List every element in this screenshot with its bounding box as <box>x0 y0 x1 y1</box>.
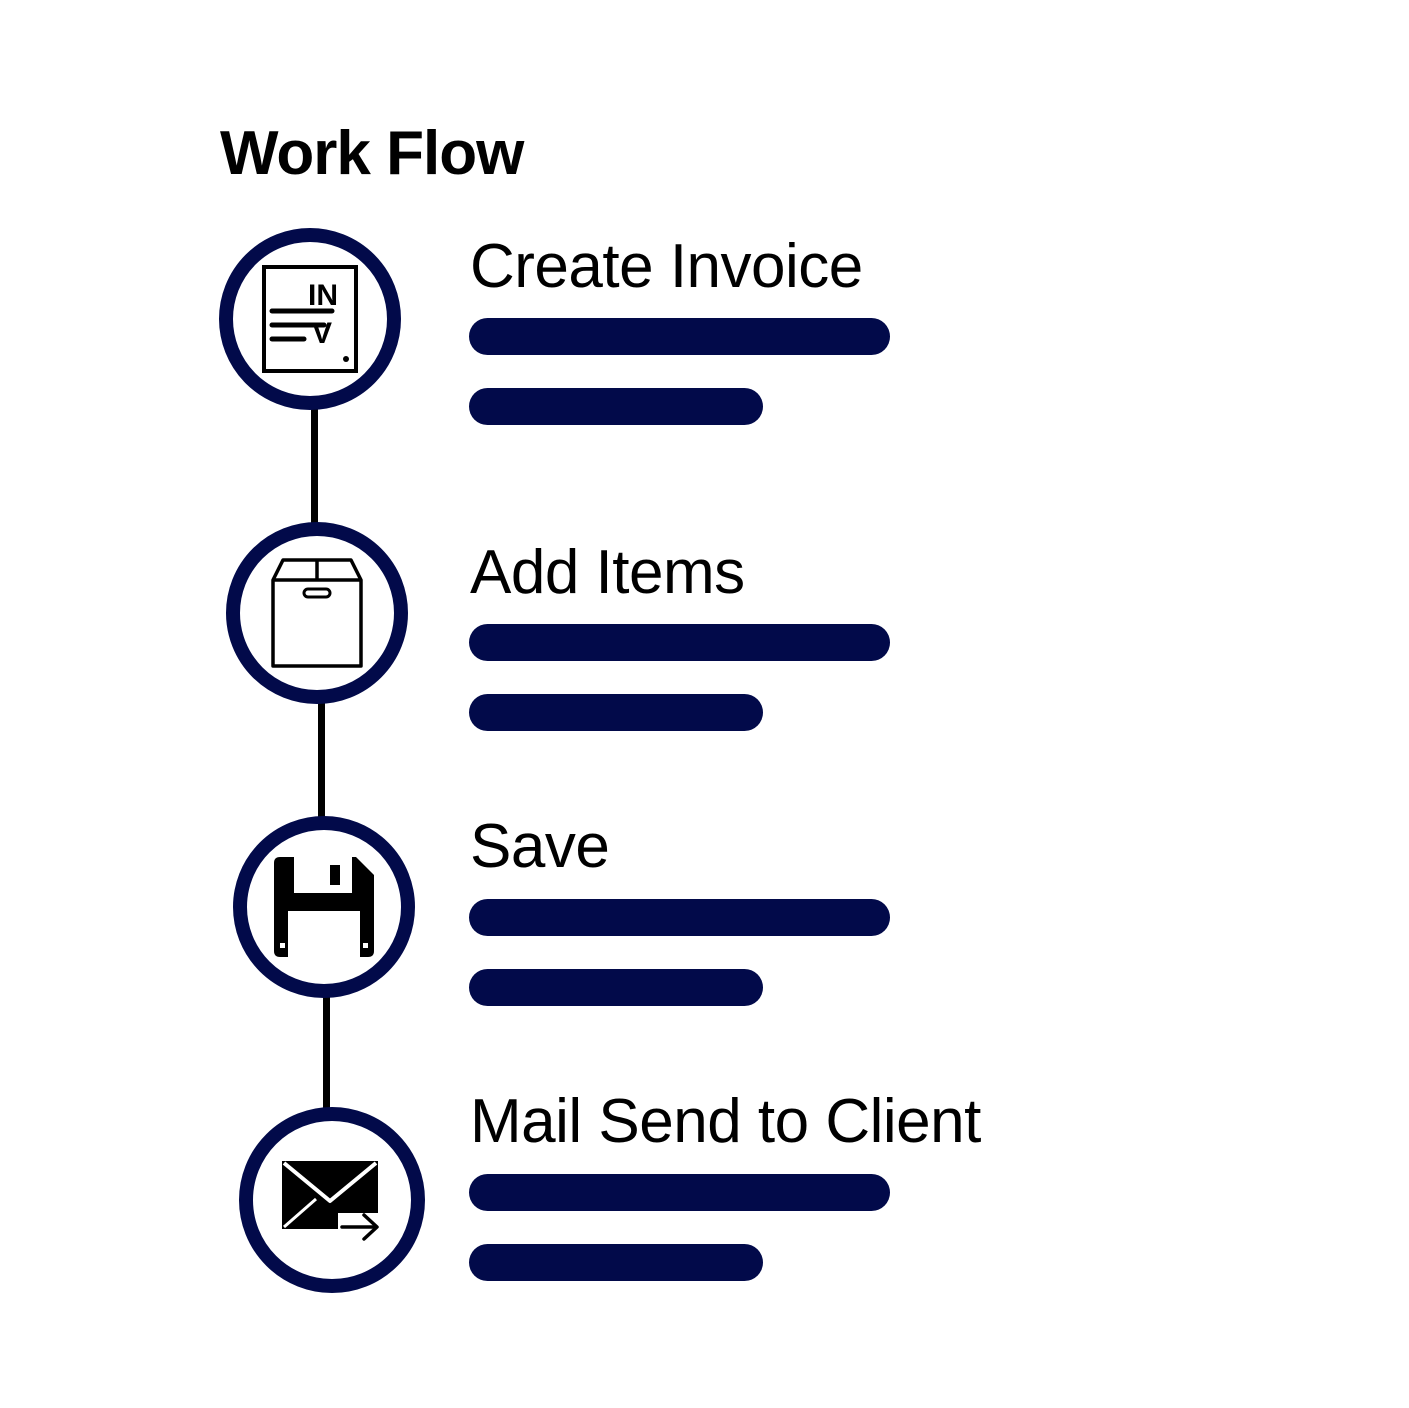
box-icon <box>271 558 363 668</box>
step-circle: IN V <box>219 228 401 410</box>
connector-line-2 <box>318 698 325 822</box>
step-circle <box>239 1107 425 1293</box>
connector-line-3 <box>323 992 330 1110</box>
placeholder-bar-long <box>469 1174 890 1211</box>
invoice-icon: IN V <box>262 265 358 373</box>
step-circle <box>233 816 415 998</box>
step-label: Mail Send to Client <box>470 1087 981 1156</box>
step-label: Save <box>470 812 610 881</box>
invoice-icon-text-bottom: V <box>312 317 332 350</box>
page-title: Work Flow <box>220 119 524 188</box>
floppy-disk-icon <box>274 857 374 957</box>
placeholder-bar-short <box>469 388 763 425</box>
placeholder-bar-long <box>469 318 890 355</box>
connector-line-1 <box>311 404 318 528</box>
step-label: Add Items <box>470 538 745 607</box>
placeholder-bar-short <box>469 1244 763 1281</box>
placeholder-bar-long <box>469 899 890 936</box>
placeholder-bar-short <box>469 694 763 731</box>
placeholder-bar-long <box>469 624 890 661</box>
mail-send-icon <box>282 1161 384 1245</box>
invoice-icon-text-top: IN <box>308 279 338 312</box>
step-label: Create Invoice <box>470 232 863 301</box>
placeholder-bar-short <box>469 969 763 1006</box>
step-circle <box>226 522 408 704</box>
